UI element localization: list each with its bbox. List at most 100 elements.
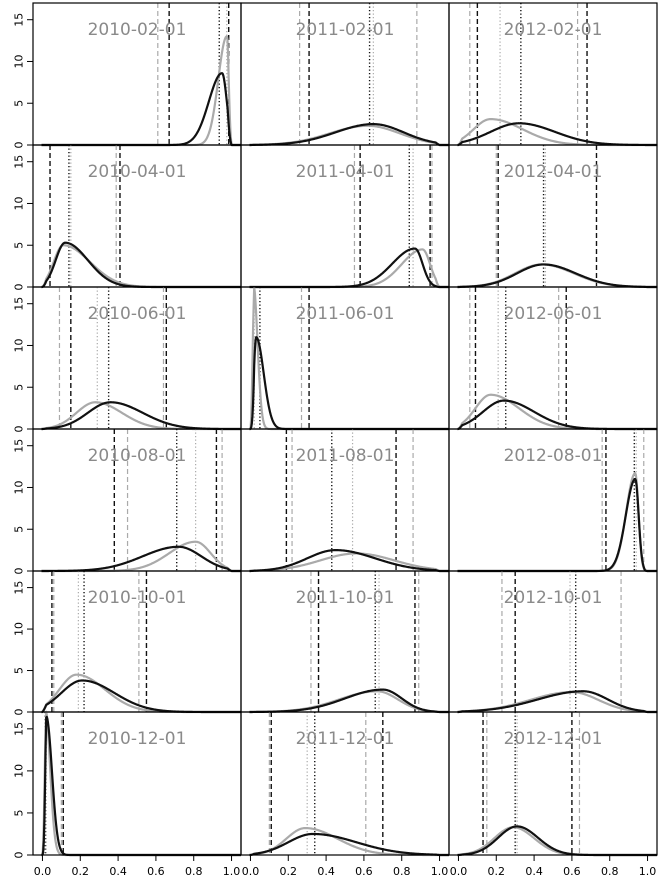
panel-title: 2011-12-01	[296, 729, 395, 749]
x-tick-label: 0.4	[525, 865, 543, 878]
density-curve-dark	[457, 399, 658, 431]
x-tick-label: 0.8	[185, 865, 203, 878]
y-tick-label: 0	[13, 426, 26, 433]
y-tick-label: 15	[13, 13, 26, 27]
x-tick-label: 0.0	[34, 865, 52, 878]
y-tick-label: 10	[13, 622, 26, 636]
panel-2011-04-01: 2011-04-01	[240, 144, 450, 289]
x-tick-label: 0.8	[393, 865, 411, 878]
density-curve-light	[249, 826, 450, 857]
panel-2010-08-01: 2010-08-01	[32, 428, 242, 573]
x-tick-label: 0.2	[280, 865, 298, 878]
panel-title: 2012-06-01	[504, 304, 603, 324]
panel-title: 2011-08-01	[296, 446, 395, 466]
y-tick-label: 10	[13, 54, 26, 68]
panel-title: 2011-10-01	[296, 588, 395, 608]
density-curve-dark	[457, 263, 658, 289]
y-tick-label: 5	[13, 384, 26, 391]
y-tick-label: 5	[13, 667, 26, 674]
y-tick-label: 15	[13, 722, 26, 736]
panel-2011-02-01: 2011-02-01	[240, 2, 450, 147]
x-axis: 0.0 0.2 0.4 0.6 0.8 1.0	[450, 855, 657, 878]
x-tick-label: 1.0	[431, 865, 449, 878]
y-axis: 0 5 10 15	[13, 297, 33, 433]
y-tick-label: 15	[13, 155, 26, 169]
panel-2010-12-01: 2010-12-01	[32, 710, 242, 857]
density-curve-dark	[457, 825, 658, 857]
x-tick-label: 0.6	[355, 865, 373, 878]
density-curve-dark	[41, 241, 242, 289]
density-curve-dark	[249, 123, 450, 147]
x-tick-label: 0.6	[147, 865, 165, 878]
panel-2010-06-01: 2010-06-01	[32, 286, 242, 431]
density-curve-dark	[249, 247, 450, 289]
panel-2011-06-01: 2011-06-01	[240, 286, 450, 431]
panel-2012-02-01: 2012-02-01	[448, 2, 658, 147]
x-tick-label: 1.0	[639, 865, 657, 878]
y-tick-label: 10	[13, 480, 26, 494]
y-tick-label: 0	[13, 709, 26, 716]
panel-title: 2012-04-01	[504, 162, 603, 182]
panel-title: 2010-08-01	[88, 446, 187, 466]
density-curve-dark	[41, 679, 242, 714]
y-tick-label: 5	[13, 526, 26, 533]
y-tick-label: 10	[13, 196, 26, 210]
y-tick-label: 10	[13, 338, 26, 352]
y-tick-label: 15	[13, 439, 26, 453]
panel-title: 2011-04-01	[296, 162, 395, 182]
density-curve-dark	[249, 549, 450, 573]
panel-2012-08-01: 2012-08-01	[448, 428, 658, 573]
panel-2012-06-01: 2012-06-01	[448, 286, 658, 431]
y-axis: 0 5 10 15	[13, 722, 33, 859]
panel-2011-08-01: 2011-08-01	[240, 428, 450, 573]
x-tick-label: 0.8	[601, 865, 619, 878]
panel-2011-10-01: 2011-10-01	[240, 570, 450, 714]
x-tick-label: 1.0	[223, 865, 241, 878]
y-tick-label: 10	[13, 764, 26, 778]
x-tick-label: 0.6	[563, 865, 581, 878]
x-tick-label: 0.0	[450, 865, 468, 878]
panel-title: 2010-04-01	[88, 162, 187, 182]
panel-2012-04-01: 2012-04-01	[448, 144, 658, 289]
y-tick-label: 5	[13, 242, 26, 249]
panel-title: 2012-12-01	[504, 729, 603, 749]
x-tick-label: 0.2	[72, 865, 90, 878]
density-curve-dark	[249, 688, 450, 714]
panel-2011-12-01: 2011-12-01	[240, 711, 450, 857]
y-tick-label: 0	[13, 284, 26, 291]
x-tick-label: 0.4	[109, 865, 127, 878]
panel-frame	[448, 711, 658, 856]
panel-2010-10-01: 2010-10-01	[32, 570, 242, 714]
panel-2010-02-01: 2010-02-01	[32, 2, 242, 147]
panel-title: 2011-06-01	[296, 304, 395, 324]
y-tick-label: 15	[13, 297, 26, 311]
y-axis: 0 5 10 15	[13, 581, 33, 716]
panel-title: 2010-02-01	[88, 20, 187, 40]
density-curve-light	[457, 472, 658, 573]
panel-title: 2010-12-01	[88, 729, 187, 749]
panel-2010-04-01: 2010-04-01	[32, 144, 242, 289]
x-tick-label: 0.2	[488, 865, 506, 878]
y-axis: 0 5 10 15	[13, 439, 33, 575]
panel-2012-10-01: 2012-10-01	[448, 570, 658, 714]
panel-title: 2010-10-01	[88, 588, 187, 608]
panel-title: 2012-10-01	[504, 588, 603, 608]
y-tick-label: 5	[13, 809, 26, 816]
y-axis: 0 5 10 15	[13, 155, 33, 291]
x-tick-label: 0.0	[242, 865, 260, 878]
y-tick-label: 5	[13, 100, 26, 107]
density-curve-dark	[249, 832, 450, 857]
y-tick-label: 15	[13, 581, 26, 595]
y-tick-label: 0	[13, 852, 26, 859]
density-curve-light	[41, 244, 242, 289]
density-curve-dark	[457, 690, 658, 714]
y-tick-label: 0	[13, 568, 26, 575]
density-curve-light	[249, 552, 450, 573]
x-axis: 0.0 0.2 0.4 0.6 0.8 1.0	[34, 855, 241, 878]
panel-title: 2012-08-01	[504, 446, 603, 466]
panel-title: 2011-02-01	[296, 20, 395, 40]
panel-title: 2010-06-01	[88, 304, 187, 324]
